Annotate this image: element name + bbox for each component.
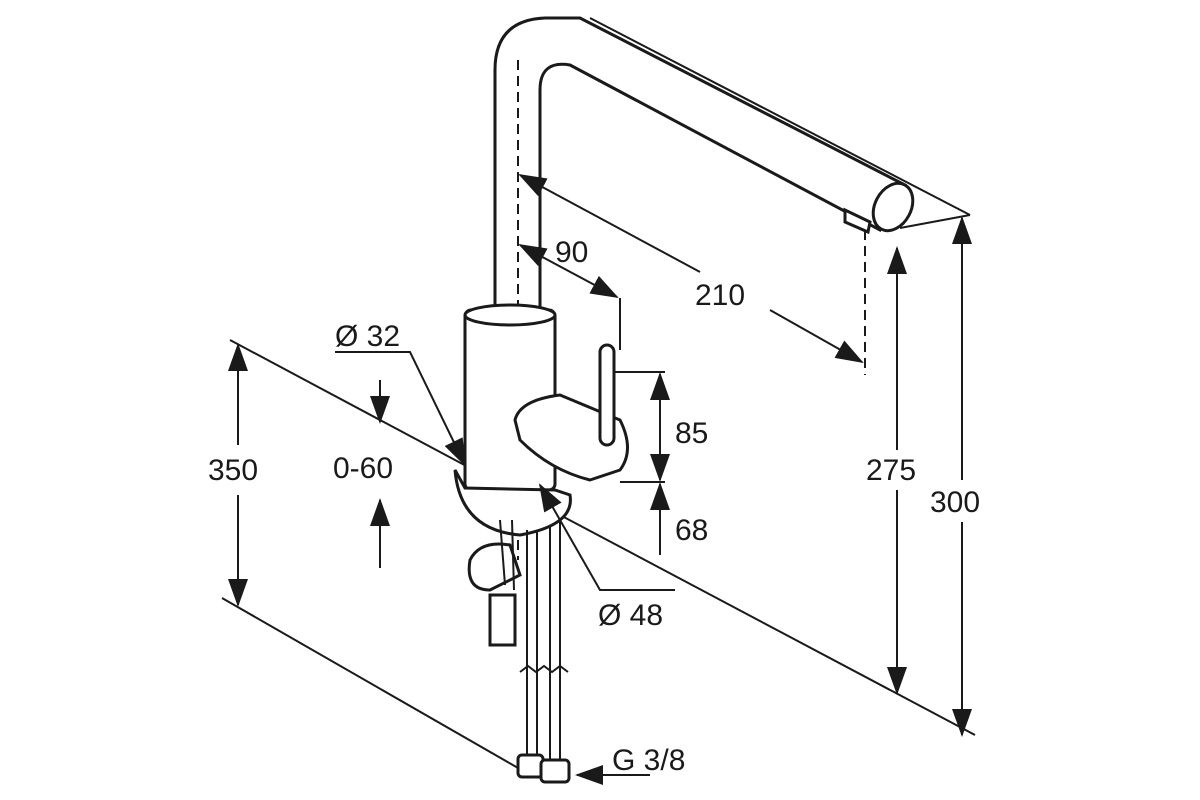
label-68: 68 bbox=[675, 514, 708, 547]
extension-lines bbox=[221, 17, 976, 773]
label-diameter-48: Ø 48 bbox=[598, 599, 663, 632]
label-g-3-8: G 3/8 bbox=[612, 744, 685, 777]
label-85: 85 bbox=[675, 417, 708, 450]
faucet bbox=[453, 16, 915, 784]
label-350: 350 bbox=[208, 454, 258, 487]
label-90: 90 bbox=[555, 236, 588, 269]
label-210: 210 bbox=[695, 279, 745, 312]
label-275: 275 bbox=[866, 454, 916, 487]
label-0-60: 0-60 bbox=[333, 452, 393, 485]
dimension-lines bbox=[228, 174, 972, 785]
dimension-labels: 90 210 Ø 32 0-60 350 85 68 Ø 48 275 300 … bbox=[208, 236, 980, 777]
label-300: 300 bbox=[930, 486, 980, 519]
label-diameter-32: Ø 32 bbox=[335, 320, 400, 353]
